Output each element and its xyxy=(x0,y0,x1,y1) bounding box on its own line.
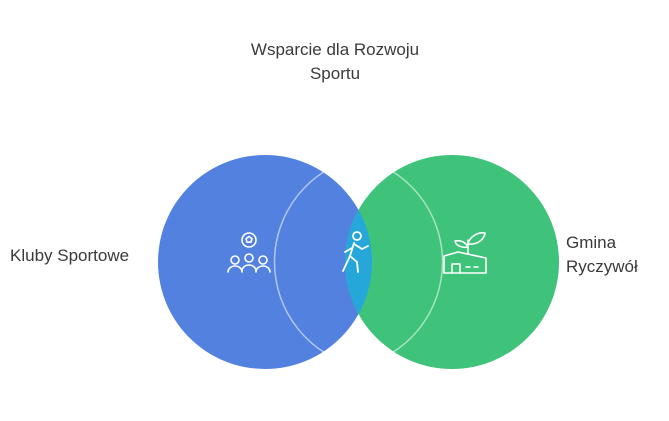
left-set-label: Kluby Sportowe xyxy=(10,246,130,265)
sports-team-icon xyxy=(227,232,271,273)
athlete-icon xyxy=(342,231,369,273)
municipality-growth-icon xyxy=(443,232,487,274)
right-set-circle xyxy=(345,155,559,369)
diagram-title: Wsparcie dla Rozwoju Sportu xyxy=(200,38,470,86)
right-set-label-line-2: Ryczywół xyxy=(566,257,638,276)
diagram-title-line-1: Wsparcie dla Rozwoju xyxy=(250,40,420,59)
right-set-label-line-1: Gmina xyxy=(566,233,617,252)
diagram-title-line-2: Sportu xyxy=(309,64,361,83)
left-set-circle xyxy=(158,155,372,369)
intersection-outline xyxy=(273,156,444,368)
right-set-label: Gmina Ryczywół xyxy=(566,231,666,279)
